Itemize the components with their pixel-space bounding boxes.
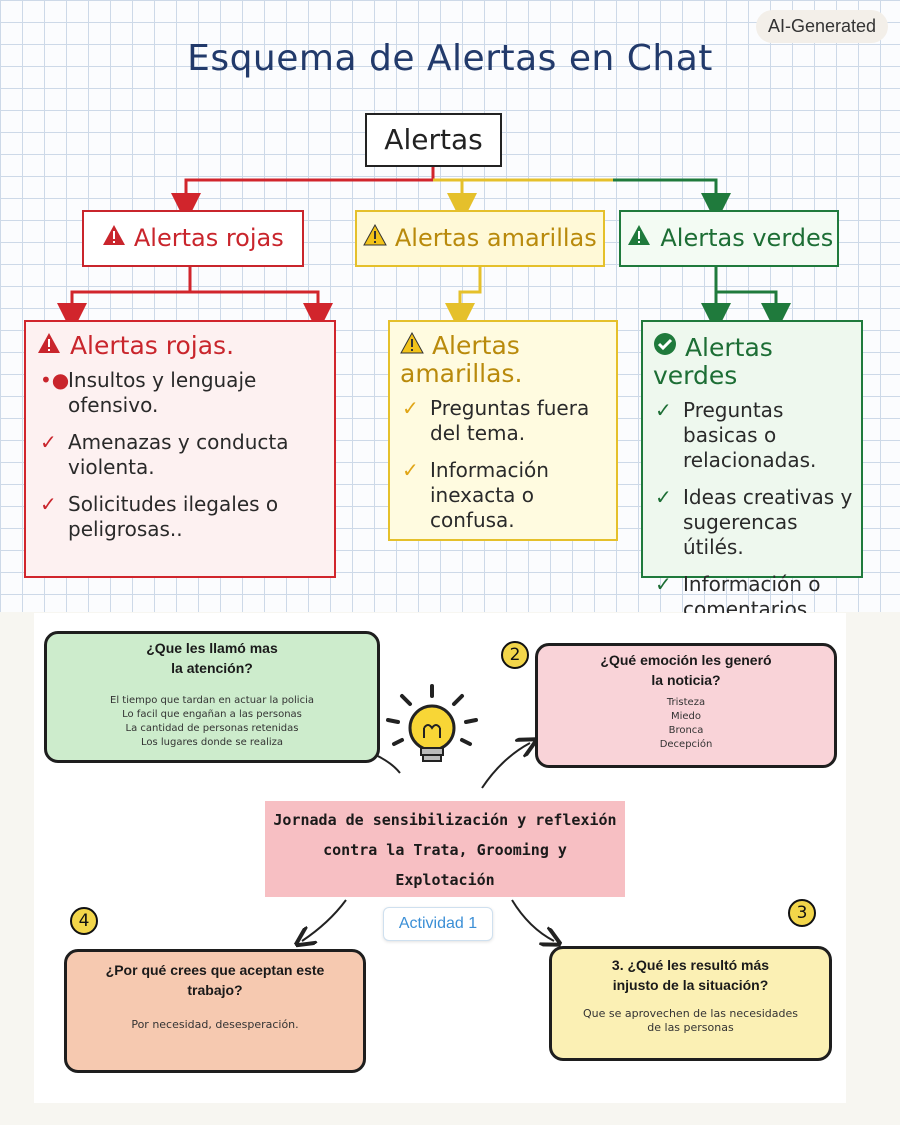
ai-generated-badge: AI-Generated [755, 10, 888, 43]
list-item: ✓ Ideas creativas y sugerencas útilés. [655, 485, 853, 560]
check-icon: ✓ [40, 492, 57, 516]
green-detail-heading-text: Alertas verdes [653, 333, 773, 390]
yellow-alerts-detail: Alertas amarillas. ✓ Preguntas fuera del … [388, 320, 618, 541]
answer-text: Los lugares donde se realiza [140, 737, 284, 748]
list-item: ✓ Información inexacta o confusa. [402, 458, 608, 533]
list-item: ✓ Solicitudes ilegales o peligrosas.. [40, 492, 326, 542]
question-text: ¿Que les llamó mas [146, 640, 278, 656]
green-detail-heading: Alertas verdes [653, 332, 861, 390]
green-alerts-detail: Alertas verdes ✓ Preguntas basicas o rela… [641, 320, 863, 646]
number-badge: 2 [501, 641, 529, 669]
page-title: Esquema de Alertas en Chat [187, 38, 713, 79]
yellow-detail-heading-text: Alertas amarillas. [400, 331, 523, 388]
category-red: Alertas rojas [82, 210, 304, 267]
red-alerts-detail: Alertas rojas. •●Insultos y lenguaje ofe… [24, 320, 336, 578]
answer-text: Que se aprovechen de las necesidades [583, 1007, 798, 1020]
question-text: la noticia? [651, 672, 721, 688]
bullet-icon: •● [40, 368, 70, 392]
category-green: Alertas verdes [619, 210, 839, 267]
check-icon: ✓ [402, 458, 419, 482]
warning-icon [102, 212, 126, 265]
warning-icon [363, 212, 388, 265]
category-red-label: Alertas rojas [133, 224, 284, 252]
answer-text: La cantidad de personas retenidas [125, 723, 299, 734]
check-circle-icon [653, 333, 677, 362]
red-detail-heading-text: Alertas rojas. [69, 331, 235, 360]
yellow-detail-heading: Alertas amarillas. [400, 332, 616, 388]
category-yellow: Alertas amarillas [355, 210, 605, 267]
item-text: Solicitudes ilegales o peligrosas.. [68, 492, 279, 541]
item-text: Amenazas y conducta violenta. [68, 430, 289, 479]
number-badge: 4 [70, 907, 98, 935]
warning-icon [625, 212, 653, 265]
alert-scheme-panel: AI-Generated Esquema de Alertas en Chat … [0, 0, 900, 646]
root-node: Alertas [365, 113, 502, 167]
question-text: injusto de la situación? [612, 977, 769, 993]
answer-text: El tiempo que tardan en actuar la polici… [110, 695, 314, 706]
answer-text: Miedo [670, 711, 702, 722]
item-text: Información inexacta o confusa. [430, 458, 549, 532]
central-topic-line: contra la Trata, Grooming y [323, 841, 567, 859]
question-text: la atención? [171, 660, 253, 676]
central-topic: Jornada de sensibilización y reflexión c… [265, 801, 625, 897]
category-yellow-label: Alertas amarillas [394, 224, 597, 252]
question-text: ¿Por qué crees que aceptan este [105, 962, 325, 978]
answer-text: Tristeza [666, 697, 706, 708]
answer-text: Bronca [668, 725, 704, 736]
item-text: Ideas creativas y sugerencas útilés. [683, 485, 853, 559]
answer-text: de las personas [647, 1021, 734, 1034]
category-green-label: Alertas verdes [660, 224, 834, 252]
central-topic-line: Explotación [395, 871, 495, 889]
list-item: •●Insultos y lenguaje ofensivo. [40, 368, 326, 418]
item-text: Preguntas fuera del tema. [430, 396, 590, 445]
list-item: ✓ Preguntas basicas o relacionadas. [655, 398, 853, 473]
check-icon: ✓ [402, 396, 419, 420]
check-icon: ✓ [655, 572, 672, 596]
question-text: 3. ¿Qué les resultó más [611, 957, 770, 973]
red-detail-heading: Alertas rojas. [36, 332, 334, 360]
item-text: Preguntas basicas o relacionadas. [683, 398, 817, 472]
warning-icon [36, 331, 62, 360]
check-icon: ✓ [655, 398, 672, 422]
activity-arrows [34, 684, 846, 1103]
central-topic-line: Jornada de sensibilización y reflexión [273, 811, 617, 829]
answer-text: Decepción [659, 739, 713, 750]
question-card-4: ¿Por qué crees que aceptan este trabajo?… [64, 949, 366, 1073]
number-badge: 3 [788, 899, 816, 927]
warning-icon [400, 331, 424, 360]
question-card-3: 3. ¿Qué les resultó más injusto de la si… [549, 946, 832, 1061]
answer-text: Por necesidad, desesperación. [131, 1018, 299, 1031]
list-item: ✓ Preguntas fuera del tema. [402, 396, 608, 446]
list-item: ✓ Amenazas y conducta violenta. [40, 430, 326, 480]
activity-label: Actividad 1 [383, 907, 493, 941]
item-text: Insultos y lenguaje ofensivo. [68, 368, 257, 417]
activity-panel: 1 2 3 4 ¿Que les llamó mas la atención? … [34, 613, 846, 1103]
answer-text: Lo facil que engañan a las personas [122, 709, 302, 720]
check-icon: ✓ [655, 485, 672, 509]
question-card-2: ¿Qué emoción les generó la noticia? Tris… [535, 643, 837, 768]
question-text: ¿Qué emoción les generó [600, 652, 772, 668]
connector-lines [57, 167, 791, 333]
question-card-1: ¿Que les llamó mas la atención? El tiemp… [44, 631, 380, 763]
check-icon: ✓ [40, 430, 57, 454]
question-text: trabajo? [187, 982, 243, 998]
lightbulb-icon [386, 684, 478, 762]
